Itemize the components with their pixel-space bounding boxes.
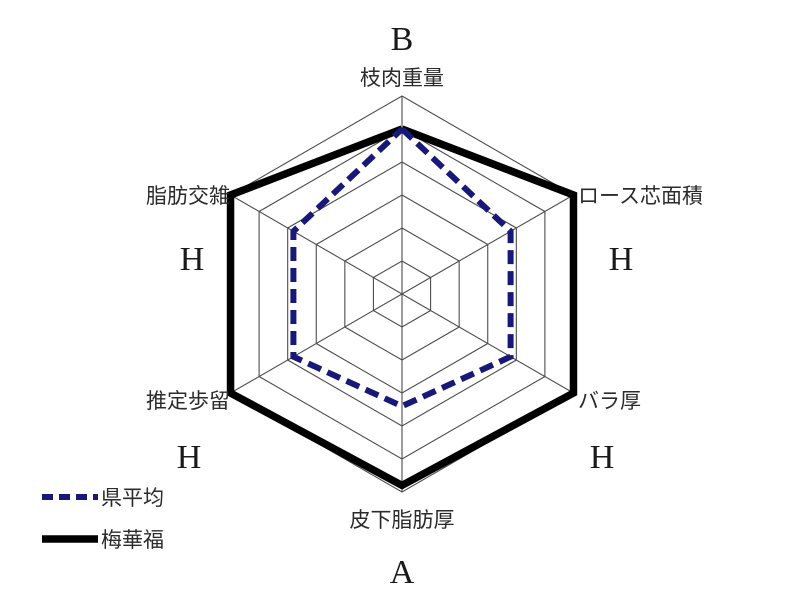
axis-spokes	[230, 96, 574, 492]
series-baikafuku-line	[226, 125, 578, 490]
axis-spoke-estimated-yield	[230, 293, 403, 394]
axis-label-rib-thickness: バラ厚 H	[578, 389, 641, 476]
legend-label-baikafuku: 梅華福	[101, 528, 164, 552]
axis-label-text-carcass-weight: 枝肉重量	[360, 66, 444, 90]
axis-label-marbling: 脂肪交雑 H	[146, 184, 230, 278]
axis-grade-subcutaneous-fat: A	[390, 554, 415, 591]
axis-label-carcass-weight: B 枝肉重量	[360, 21, 444, 90]
axis-grade-rib-thickness: H	[590, 439, 615, 476]
axis-label-text-rib-thickness: バラ厚	[578, 389, 641, 413]
axis-label-loin-eye-area: ロース芯面積 H	[578, 184, 703, 278]
axis-grade-marbling: H	[180, 241, 205, 278]
chart-legend: 県平均 梅華福	[42, 486, 164, 552]
legend-item-baikafuku: 梅華福	[42, 528, 164, 552]
axis-label-text-estimated-yield: 推定歩留	[146, 389, 230, 413]
axis-grade-carcass-weight: B	[391, 21, 414, 58]
legend-item-prefecture-average: 県平均	[42, 486, 164, 510]
axis-spoke-marbling	[230, 194, 403, 295]
axis-spoke-rib-thickness	[401, 293, 574, 394]
series-prefecture-average-line	[290, 126, 514, 410]
axis-grade-estimated-yield: H	[177, 439, 202, 476]
axis-label-estimated-yield: 推定歩留 H	[146, 389, 230, 476]
legend-label-prefecture-average: 県平均	[101, 486, 164, 510]
axis-spoke-loin-eye-area	[401, 194, 574, 295]
axis-label-subcutaneous-fat: 皮下脂肪厚 A	[350, 508, 455, 591]
axis-grade-loin-eye-area: H	[609, 241, 634, 278]
axis-label-text-loin-eye-area: ロース芯面積	[578, 184, 703, 208]
axis-label-text-subcutaneous-fat: 皮下脂肪厚	[350, 508, 455, 532]
axis-label-text-marbling: 脂肪交雑	[146, 184, 230, 208]
